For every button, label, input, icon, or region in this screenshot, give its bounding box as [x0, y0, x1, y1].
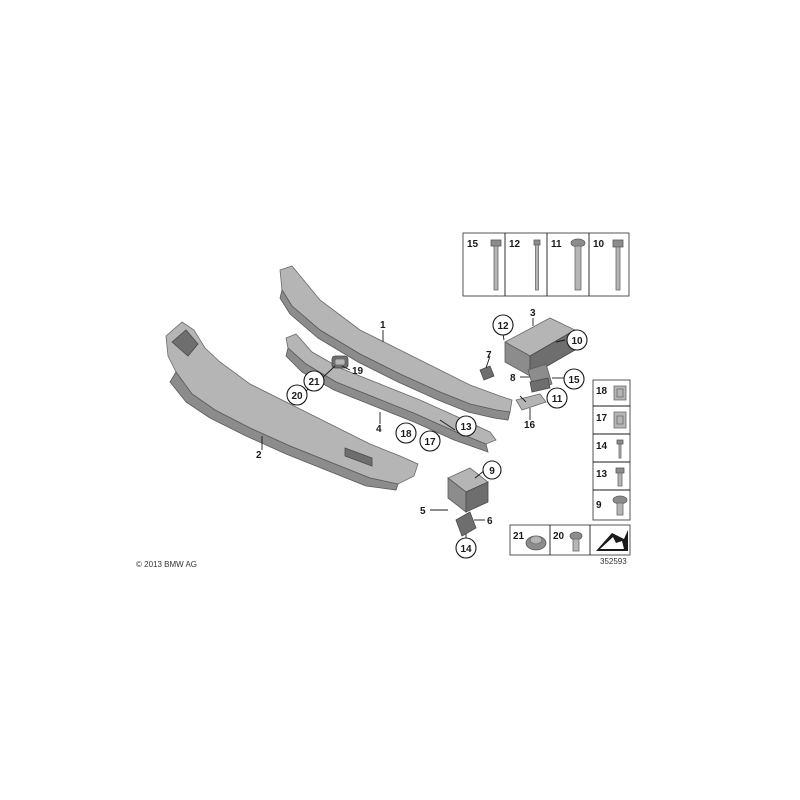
callout-13: 13	[455, 415, 477, 437]
part-1-bumper-carrier	[279, 265, 513, 421]
clip-18-icon	[613, 385, 627, 401]
bottom-panel: 21 20	[509, 524, 631, 556]
svg-text:20: 20	[291, 391, 303, 402]
bolt-12-icon	[533, 239, 541, 291]
callout-7: 7	[486, 350, 492, 361]
svg-text:9: 9	[489, 466, 495, 477]
callout-10: 10	[566, 329, 588, 351]
bolt-panel: 15 12 11 10	[462, 232, 630, 297]
part-6-pad	[455, 511, 477, 537]
callout-16: 16	[524, 420, 536, 431]
callout-5: 5	[420, 506, 426, 517]
svg-text:13: 13	[460, 422, 472, 433]
callout-21: 21	[303, 370, 325, 392]
svg-text:18: 18	[400, 429, 412, 440]
part-2-lower-spoiler	[165, 321, 419, 491]
fastener-label-13: 13	[596, 469, 608, 480]
callout-2: 2	[256, 450, 262, 461]
callout-12: 12	[492, 314, 514, 336]
callout-1: 1	[380, 320, 386, 331]
callout-19: 19	[352, 366, 364, 377]
fastener-label-14: 14	[596, 441, 608, 452]
direction-arrow-icon	[596, 530, 628, 551]
part-8-bracket	[527, 363, 553, 393]
bolt-label-11: 11	[551, 239, 562, 250]
diagram-number: 352593	[600, 557, 627, 566]
callout-17: 17	[419, 430, 441, 452]
svg-text:15: 15	[568, 375, 580, 386]
copyright: © 2013 BMW AG	[136, 560, 197, 569]
svg-text:17: 17	[424, 437, 436, 448]
callout-3: 3	[530, 308, 536, 319]
fastener-panel: 18 17 14 13 9	[592, 379, 631, 521]
bolt-15-icon	[490, 239, 502, 291]
screw-13-icon	[615, 467, 625, 487]
svg-text:12: 12	[497, 321, 509, 332]
part-16-slide	[515, 393, 547, 411]
svg-text:19: 19	[352, 366, 364, 377]
bolt-label-10: 10	[593, 239, 605, 250]
bolt-20-icon	[569, 531, 583, 552]
callout-20: 20	[286, 384, 308, 406]
bottom-label-21: 21	[513, 531, 525, 542]
clip-17-icon	[613, 411, 627, 429]
fastener-label-9: 9	[596, 500, 602, 511]
callout-4: 4	[376, 424, 382, 435]
fastener-label-18: 18	[596, 386, 608, 397]
part-7-piece	[479, 365, 495, 381]
part-5-holder	[447, 467, 489, 513]
nut-21-icon	[525, 535, 547, 551]
svg-text:11: 11	[552, 394, 563, 405]
screw-14-icon	[616, 439, 624, 459]
svg-text:21: 21	[308, 377, 320, 388]
bolt-11-icon	[570, 238, 586, 291]
callout-6: 6	[487, 516, 493, 527]
bolt-label-15: 15	[467, 239, 479, 250]
callout-14: 14	[455, 537, 477, 559]
svg-text:14: 14	[460, 544, 472, 555]
callout-9: 9	[482, 460, 502, 480]
bolt-10-icon	[612, 239, 624, 291]
bolt-label-12: 12	[509, 239, 521, 250]
callout-8: 8	[510, 373, 516, 384]
svg-text:10: 10	[571, 336, 583, 347]
callout-11: 11	[546, 387, 568, 409]
bottom-label-20: 20	[553, 531, 565, 542]
callout-18: 18	[395, 422, 417, 444]
callout-15: 15	[563, 368, 585, 390]
bolt-9-icon	[612, 495, 628, 516]
fastener-label-17: 17	[596, 413, 608, 424]
